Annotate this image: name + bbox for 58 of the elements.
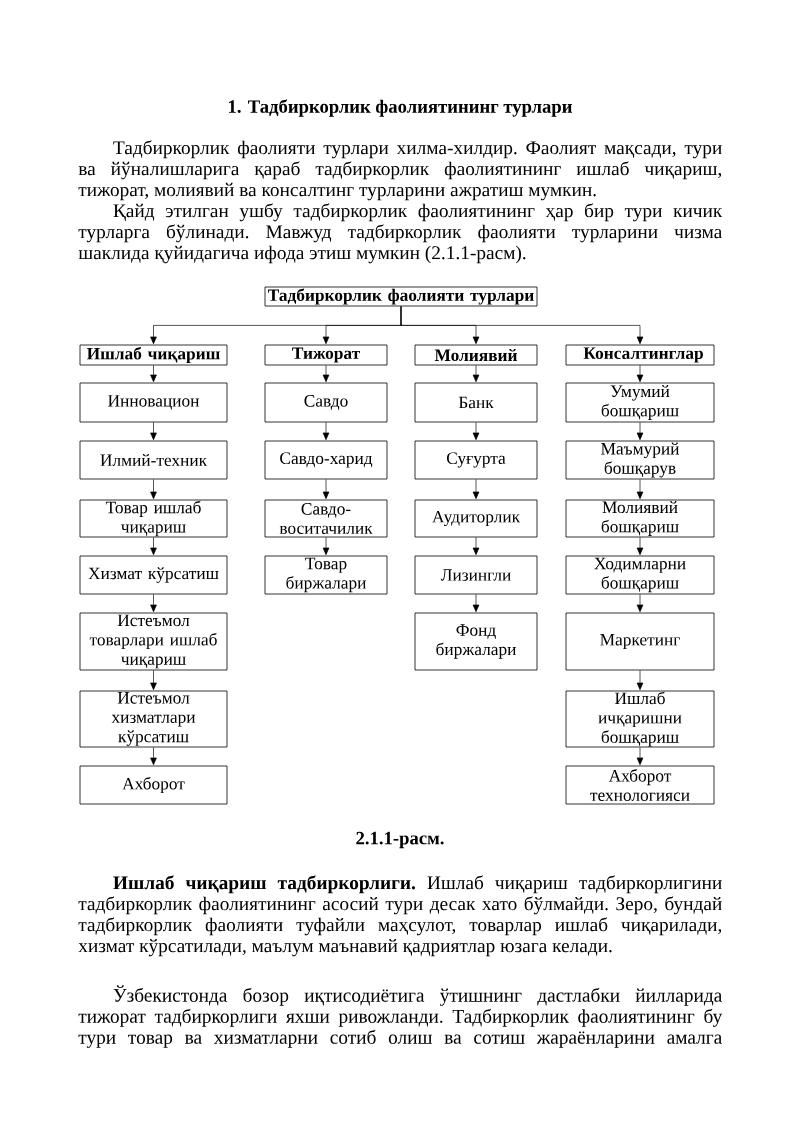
arrow bbox=[150, 670, 157, 691]
category-box: Молиявий bbox=[414, 344, 538, 366]
item-box: Хизмат кўрсатиш bbox=[79, 555, 228, 595]
item-box: Ахборот технологияси bbox=[565, 765, 715, 805]
item-box: Банк bbox=[414, 382, 538, 423]
paragraph: Тадбиркорлик фаолияти турлари хилма-хилдир. Фаолият мақсади, тури ва йўналишларига қараб тадбиркорлик фаолиятининг ишлаб чиқариш, тижорат, молиявий ва консалтинг турларини ажратиш мумкин. bbox=[78, 140, 722, 201]
arrow bbox=[472, 365, 480, 383]
arrow bbox=[150, 365, 157, 383]
arrow bbox=[636, 479, 644, 500]
root-box: Тадбиркорлик фаолияти турлари bbox=[264, 286, 538, 307]
item-box: Маъмурий бошқарув bbox=[565, 440, 715, 480]
arrow bbox=[322, 422, 330, 441]
item-box: Савдо-харид bbox=[264, 440, 388, 480]
item-box: Истеъмол хизматлари кўрсатиш bbox=[79, 690, 228, 748]
arrow bbox=[322, 537, 330, 556]
item-box: Савдо-воситачилик bbox=[264, 499, 388, 538]
item-box: Суғурта bbox=[414, 440, 538, 480]
arrow bbox=[636, 747, 644, 766]
paragraph: Қайд этилган ушбу тадбиркорлик фаолиятининг ҳар бир тури кичик турларга бўлинади. Мавжуд тадбиркорлик фаолияти турларини чизма шаклида қуйидагича ифода этиш мумкин (2.1.1-расм). bbox=[78, 203, 723, 264]
figure-caption: 2.1.1-расм. bbox=[356, 831, 444, 849]
arrow bbox=[400, 306, 644, 345]
arrow bbox=[322, 479, 330, 500]
arrow bbox=[150, 422, 157, 441]
item-box: Товар биржалари bbox=[264, 555, 388, 595]
paragraph: Ишлаб чиқариш тадбиркорлиги. Ишлаб чиқариш тадбиркорлигини тадбиркорлик фаолиятининг асосий тури десак хато бўлмайди. Зеро, бундай тадбиркорлик фаолияти туфайли маҳсулот, товарлар ишлаб чиқарилади, хизмат кўрсатилади, маълум маънавий қадриятлар юзага келади. bbox=[78, 875, 722, 957]
arrow bbox=[472, 537, 480, 556]
item-box: Товар ишлаб чиқариш bbox=[79, 499, 228, 538]
item-box: Ходимларни бошқариш bbox=[565, 555, 715, 595]
item-box: Ахборот bbox=[79, 765, 228, 805]
item-box: Инновацион bbox=[79, 382, 228, 423]
arrow bbox=[636, 670, 644, 691]
arrow bbox=[150, 594, 157, 613]
item-box: Умумий бошқариш bbox=[565, 382, 715, 423]
arrow bbox=[472, 422, 480, 441]
item-box: Фонд биржалари bbox=[414, 612, 538, 671]
arrow bbox=[150, 747, 157, 766]
item-box: Илмий-техник bbox=[79, 440, 228, 480]
item-box: Аудиторлик bbox=[414, 499, 538, 538]
arrow bbox=[636, 365, 644, 383]
item-box: Маркетинг bbox=[565, 612, 715, 671]
arrow bbox=[472, 594, 480, 613]
category-box: Консалтинглар bbox=[565, 344, 715, 366]
arrow bbox=[636, 594, 644, 613]
arrow bbox=[322, 365, 330, 383]
category-box: Ишлаб чиқариш bbox=[79, 344, 228, 366]
arrow bbox=[150, 537, 157, 556]
item-box: Истеъмол товарлари ишлаб чиқариш bbox=[79, 612, 228, 671]
item-box: Ишлаб ичқаришни бошқариш bbox=[565, 690, 715, 748]
paragraph: Ўзбекистонда бозор иқтисодиётига ўтишнинг дастлабки йилларида тижорат тадбиркорлиги яхши ривожланди. Тадбиркорлик фаолиятининг бу тури товар ва хизматларни сотиб олиш ва сотиш жараёнларини амалга bbox=[78, 985, 723, 1048]
arrow bbox=[150, 479, 157, 500]
arrow bbox=[636, 422, 644, 441]
category-box: Тижорат bbox=[264, 344, 388, 366]
item-box: Лизингли bbox=[414, 555, 538, 595]
item-box: Савдо bbox=[264, 382, 388, 423]
section-heading: 1. Тадбиркорлик фаолиятининг турлари bbox=[229, 99, 572, 117]
arrow bbox=[472, 479, 480, 500]
item-box: Молиявий бошқариш bbox=[565, 499, 715, 538]
arrow bbox=[636, 537, 644, 556]
